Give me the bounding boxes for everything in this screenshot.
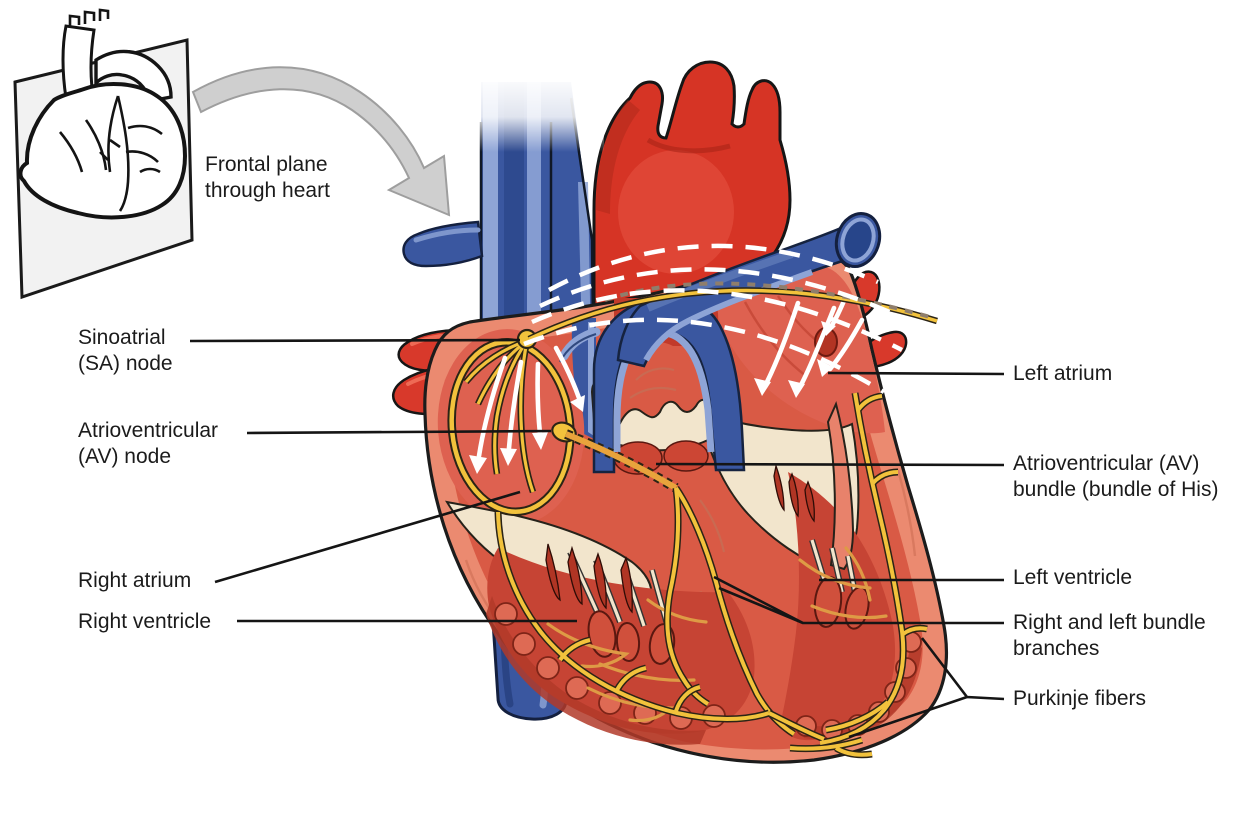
label-right-atrium: Right atrium: [78, 569, 192, 592]
label-atrioventricular-node: Atrioventricular (AV) node: [78, 419, 219, 468]
leader-lines: [189, 338, 1005, 739]
interatrial-pathways: [523, 243, 938, 394]
leader-purkinje-fibers: [848, 637, 1005, 739]
conduction-system: [447, 328, 928, 759]
leader-bundle-branches: [713, 575, 1004, 625]
leader-left-atrium: [827, 371, 1005, 376]
pulmonary-artery-opening: [834, 212, 882, 268]
lv-valve-spikes: [773, 463, 815, 523]
label-frontal-plane-line2: through heart: [205, 179, 330, 202]
label-frontal-plane: Frontal plane through heart: [205, 152, 330, 204]
inset-curved-arrow-icon: [191, 66, 451, 217]
av-bundle: [564, 429, 679, 493]
leader-right-atrium: [214, 490, 521, 584]
label-right-ventricle: Right ventricle: [78, 610, 212, 633]
conduction-ring: [447, 337, 575, 517]
rv-valve-spikes: [545, 543, 633, 614]
label-purkinje-fibers: Purkinje fibers: [1013, 687, 1147, 710]
label-sinoatrial-node: Sinoatrial (SA) node: [78, 326, 173, 375]
label-left-atrium: Left atrium: [1013, 362, 1113, 385]
label-left-ventricle: Left ventricle: [1013, 566, 1133, 589]
leader-sa-node: [189, 338, 521, 343]
leader-av-bundle: [655, 462, 1005, 467]
right-pulmonary-artery-icon: [402, 220, 484, 268]
lv-chordae-tendineae: [809, 539, 859, 599]
leader-av-node: [246, 429, 552, 435]
label-av-bundle: Atrioventricular (AV) bundle (bundle of …: [1013, 452, 1219, 501]
inset-frontal-plane: [13, 8, 451, 300]
rv-chordae-tendineae: [567, 550, 671, 629]
label-frontal-plane-line1: Frontal plane: [205, 153, 328, 176]
label-bundle-branches: Right and left bundle branches: [1013, 611, 1206, 660]
heart-sketch-icon: [18, 8, 188, 220]
